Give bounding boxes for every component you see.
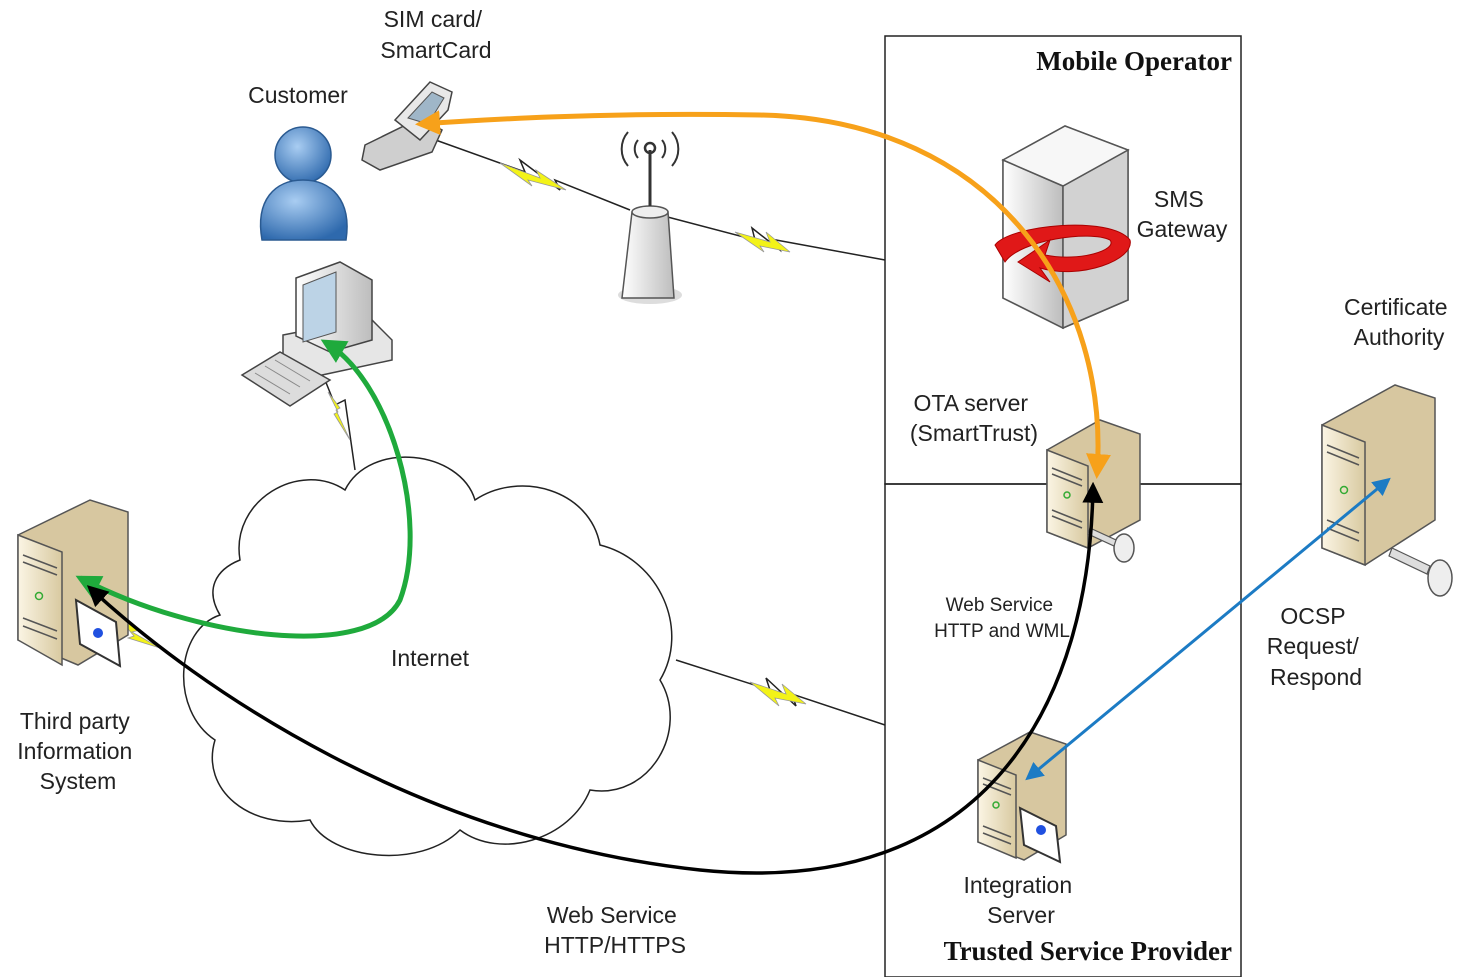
mobile-operator-title: Mobile Operator: [1036, 46, 1232, 76]
trusted-service-provider-title: Trusted Service Provider: [944, 936, 1232, 966]
orange-flow-arrow: [415, 110, 1111, 479]
mobile-phone-icon: [361, 81, 453, 171]
third-party-server-icon: [17, 499, 129, 668]
integration-server-label: Integration Server: [963, 872, 1078, 928]
trusted-service-provider-region: [884, 483, 1242, 977]
blue-flow-arrow: [1025, 477, 1391, 781]
ocsp-label: OCSP Request/ Respond: [1267, 603, 1365, 690]
sim-card-label: SIM card/ SmartCard: [380, 6, 491, 63]
key-icon: [1388, 547, 1453, 597]
customer-label: Customer: [248, 82, 348, 108]
sms-gateway-label: SMS Gateway: [1137, 186, 1228, 242]
internet-label: Internet: [391, 645, 470, 671]
certificate-authority-label: Certificate Authority: [1344, 294, 1454, 350]
certificate-authority-server-icon: [1321, 384, 1453, 597]
ota-server-label: OTA server (SmartTrust): [910, 390, 1038, 446]
third-party-label: Third party Information System: [17, 708, 138, 794]
web-service-https-label: Web Service HTTP/HTTPS: [544, 902, 686, 958]
sms-gateway-server-icon: [994, 125, 1131, 330]
customer-icon: [259, 126, 348, 241]
web-service-wml-label: Web Service HTTP and WML: [934, 595, 1070, 642]
integration-server-icon: [977, 731, 1067, 864]
